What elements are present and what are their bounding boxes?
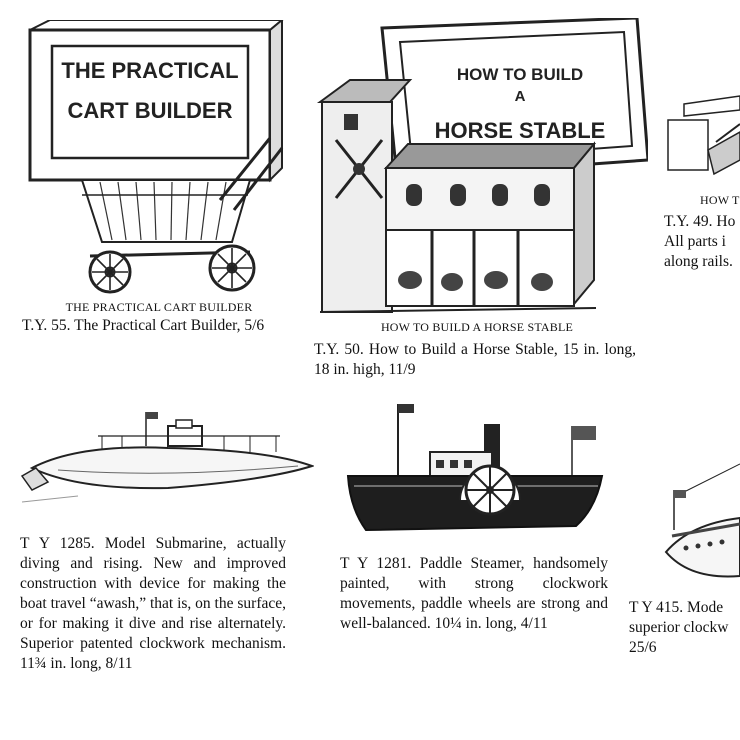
paddle-steamer-illustration <box>346 404 604 532</box>
stable-sign-line-1: HOW TO BUILD <box>457 65 583 84</box>
submarine-illustration <box>20 412 314 503</box>
paddle-steamer-description: T Y 1281. Paddle Steamer, handsomely pai… <box>340 555 608 632</box>
submarine-description: T Y 1285. Model Submarine, actually divi… <box>20 535 286 672</box>
item-49-caption: HOW T <box>700 193 740 207</box>
item-49-description-line: All parts i <box>664 233 726 250</box>
item-415-description-line: superior clockw <box>629 619 729 636</box>
item-415-description-line: 25/6 <box>629 639 657 656</box>
item-415-illustration <box>664 463 740 578</box>
cart-builder-description: T.Y. 55. The Practical Cart Builder, 5/6 <box>22 317 265 334</box>
cart-sign-line-1: THE PRACTICAL <box>61 58 238 83</box>
item-49-illustration <box>667 95 740 176</box>
item-49-description-line: T.Y. 49. Ho <box>664 213 736 230</box>
cart-builder-caption: THE PRACTICAL CART BUILDER <box>65 300 253 314</box>
item-49-description: T.Y. 49. Ho All parts i along rails. <box>664 212 740 272</box>
horse-stable-illustration: HOW TO BUILD A HORSE STABLE <box>316 18 648 313</box>
horse-stable-description: T.Y. 50. How to Build a Horse Stable, 15… <box>314 341 636 378</box>
item-415-description-line: T Y 415. Mode <box>629 599 724 616</box>
item-415-description: T Y 415. Mode superior clockw 25/6 <box>629 598 740 658</box>
horse-stable-caption: HOW TO BUILD A HORSE STABLE <box>380 320 574 334</box>
stable-sign-line-3: HORSE STABLE <box>435 118 606 143</box>
cart-sign-line-2: CART BUILDER <box>68 98 233 123</box>
cart-builder-illustration: THE PRACTICAL CART BUILDER <box>28 20 284 294</box>
stable-sign-line-2: A <box>515 88 526 105</box>
item-49-description-line: along rails. <box>664 253 733 270</box>
